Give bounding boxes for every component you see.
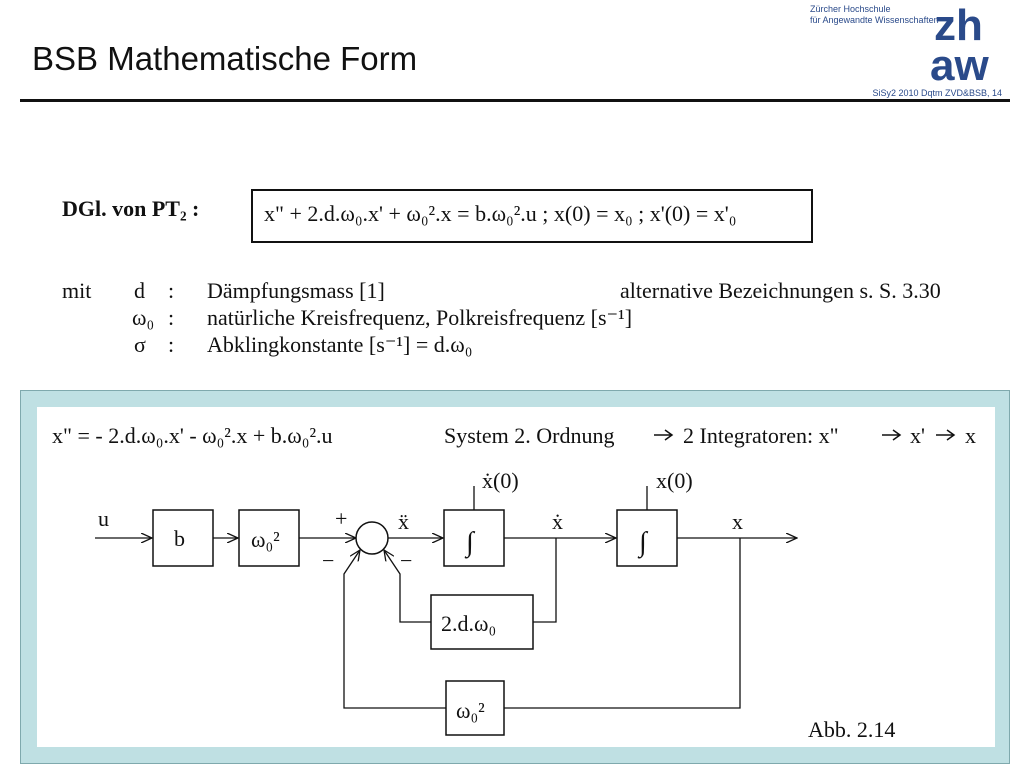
system-integrators-text: 2 Integratoren: x": [683, 423, 839, 448]
feedback-block-omega-squared: [445, 680, 505, 736]
legend-text-sigma: Abklingkonstante [s⁻¹] = d.ω₀: [207, 332, 473, 357]
legend-colon-omega: :: [168, 305, 175, 330]
legend-text-d: Dämpfungsmass [1]: [207, 278, 385, 303]
diagram-equation: x" = - 2.d.ω₀.x' - ω₀².x + b.ω₀².u: [52, 423, 333, 448]
integrator-2-symbol: ∫: [637, 527, 649, 559]
summing-junction: [355, 521, 389, 555]
legend-symbol-d: d: [134, 278, 145, 303]
equation-box: [251, 189, 813, 243]
feedback-2-tap: [504, 538, 741, 709]
legend-colon-d: :: [168, 278, 175, 303]
feedback-2-return: [343, 550, 446, 709]
output-x-label: x: [732, 509, 743, 534]
integrator-2-initial-condition: x(0): [656, 468, 693, 493]
sum-sign-minus-right: −: [400, 548, 412, 573]
system-x: x: [965, 423, 976, 448]
zhaw-logo: zh aw: [930, 2, 989, 84]
feedback-1-tap: [533, 538, 557, 623]
system-x1: x': [910, 423, 925, 448]
legend-text-omega: natürliche Kreisfrequenz, Polkreisfreque…: [207, 305, 633, 330]
legend-colon-sigma: :: [168, 332, 175, 357]
title-rule: [20, 99, 1010, 102]
system-order-text: System 2. Ordnung: [444, 423, 615, 448]
diagram-panel: [37, 407, 995, 747]
feedback-block-omega-squared-label: ω₀²: [456, 698, 485, 723]
integrator-2: [616, 509, 678, 567]
gain-block-b-label: b: [174, 526, 185, 551]
integrator-1-symbol: ∫: [464, 527, 476, 559]
pt2-equation: x" + 2.d.ω₀.x' + ω₀².x = b.ω₀².u ; x(0) …: [264, 201, 737, 226]
chain-arrow-1: [654, 429, 674, 441]
legend-note: alternative Bezeichnungen s. S. 3.30: [620, 278, 941, 303]
gain-block-b: [152, 509, 214, 567]
logo-text-top: zh: [934, 2, 983, 50]
feedback-block-damping-label: 2.d.ω₀: [441, 611, 496, 636]
sum-sign-minus-left: −: [322, 548, 334, 573]
xd-label: ẋ: [552, 509, 563, 534]
chain-arrow-2: [882, 429, 902, 441]
sum-sign-plus: +: [335, 506, 347, 531]
institution-name-line1: Zürcher Hochschule: [810, 4, 891, 14]
gain-block-omega-squared: [238, 509, 300, 567]
integrator-1: [443, 509, 505, 567]
legend-mit: mit: [62, 278, 92, 303]
figure-caption: Abb. 2.14: [808, 717, 895, 742]
institution-name-line2: für Angewandte Wissenschaften: [810, 15, 939, 25]
logo-text-bottom: aw: [930, 41, 989, 84]
page-title: BSB Mathematische Form: [32, 40, 418, 77]
integrator-1-initial-condition: ẋ(0): [482, 468, 519, 493]
dgl-label: DGl. von PT₂ :: [62, 196, 200, 221]
feedback-1-return: [384, 550, 431, 623]
legend-symbol-sigma: σ: [134, 332, 146, 357]
feedback-block-damping: [430, 594, 534, 650]
input-label: u: [98, 506, 109, 531]
slide-reference: SiSy2 2010 Dqtm ZVD&BSB, 14: [872, 88, 1002, 98]
legend-symbol-omega: ω₀: [132, 305, 155, 330]
chain-arrow-3: [936, 429, 956, 441]
gain-block-omega-squared-label: ω₀²: [251, 527, 280, 552]
xdd-label: ẍ: [398, 509, 409, 534]
